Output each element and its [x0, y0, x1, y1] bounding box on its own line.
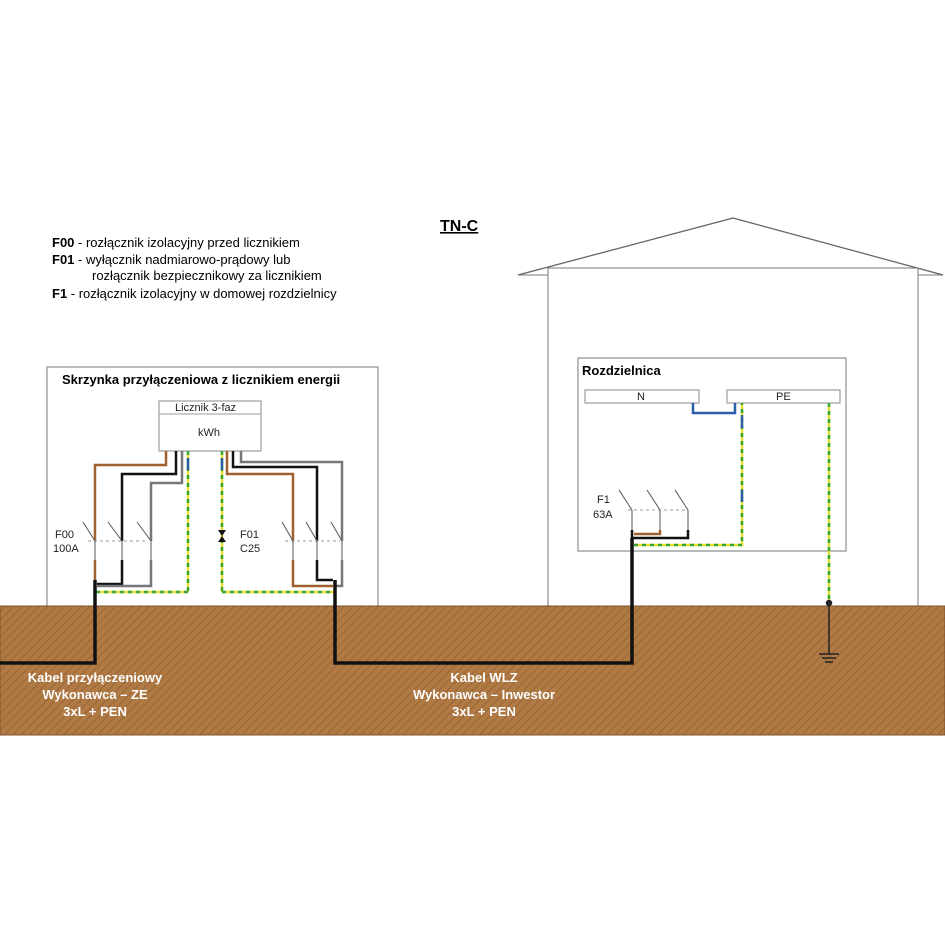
f1-output-wires — [630, 403, 744, 547]
ground — [0, 605, 945, 736]
meter-unit: kWh — [198, 427, 220, 439]
pe-busbar-label: PE — [776, 391, 791, 403]
meter-output-wires — [220, 451, 344, 592]
switch-f1 — [618, 489, 689, 530]
energy-meter — [158, 400, 262, 452]
meter-label: Licznik 3-faz — [175, 402, 236, 414]
f00-label: F00 — [55, 529, 74, 541]
pe-busbar — [726, 389, 841, 404]
wlz-cable-label: Kabel WLZ Wykonawca – Inwestor 3xL + PEN — [413, 670, 555, 719]
switch-f01 — [281, 521, 343, 560]
svg-text:Kabel przyłączeniowy: Kabel przyłączeniowy — [28, 670, 163, 685]
meter-input-wires — [93, 451, 190, 592]
f00-rating: 100A — [53, 543, 79, 555]
svg-text:Wykonawca – ZE: Wykonawca – ZE — [42, 687, 148, 702]
pen-link — [218, 530, 226, 542]
switch-f00 — [82, 521, 152, 560]
distribution-panel — [577, 357, 847, 552]
legend: F00 - rozłącznik izolacyjny przed liczni… — [52, 235, 337, 301]
svg-text:Wykonawca – Inwestor: Wykonawca – Inwestor — [413, 687, 555, 702]
house-roof — [517, 217, 944, 276]
house — [517, 217, 944, 606]
legend-line-f01: F01 - wyłącznik nadmiarowo-prądowy lub — [52, 252, 290, 267]
n-pe-bridge — [691, 403, 737, 415]
supply-cable — [0, 580, 97, 665]
n-busbar — [584, 389, 700, 404]
svg-text:Kabel WLZ: Kabel WLZ — [450, 670, 517, 685]
legend-line-f01-cont: rozłącznik bezpiecznikowy za licznikiem — [92, 268, 322, 283]
legend-line-f1: F1 - rozłącznik izolacyjny w domowej roz… — [52, 286, 337, 301]
supply-cable-label: Kabel przyłączeniowy Wykonawca – ZE 3xL … — [28, 670, 163, 719]
f01-output-wires — [222, 560, 344, 594]
legend-line-f00: F00 - rozłącznik izolacyjny przed liczni… — [52, 235, 300, 250]
f00-output-wires — [93, 560, 188, 594]
svg-text:3xL + PEN: 3xL + PEN — [63, 704, 127, 719]
wlz-cable — [333, 538, 634, 665]
n-busbar-label: N — [637, 391, 645, 403]
diagram-title: TN-C — [440, 218, 479, 235]
svg-text:3xL + PEN: 3xL + PEN — [452, 704, 516, 719]
f1-label: F1 — [597, 494, 610, 506]
meter-box-title: Skrzynka przyłączeniowa z licznikiem ene… — [62, 372, 340, 387]
panel-title: Rozdzielnica — [582, 363, 662, 378]
earth-symbol-icon — [819, 599, 839, 663]
f01-rating: C25 — [240, 543, 260, 555]
f1-rating: 63A — [593, 509, 613, 521]
f01-label: F01 — [240, 529, 259, 541]
house-roof-outline — [517, 217, 944, 276]
